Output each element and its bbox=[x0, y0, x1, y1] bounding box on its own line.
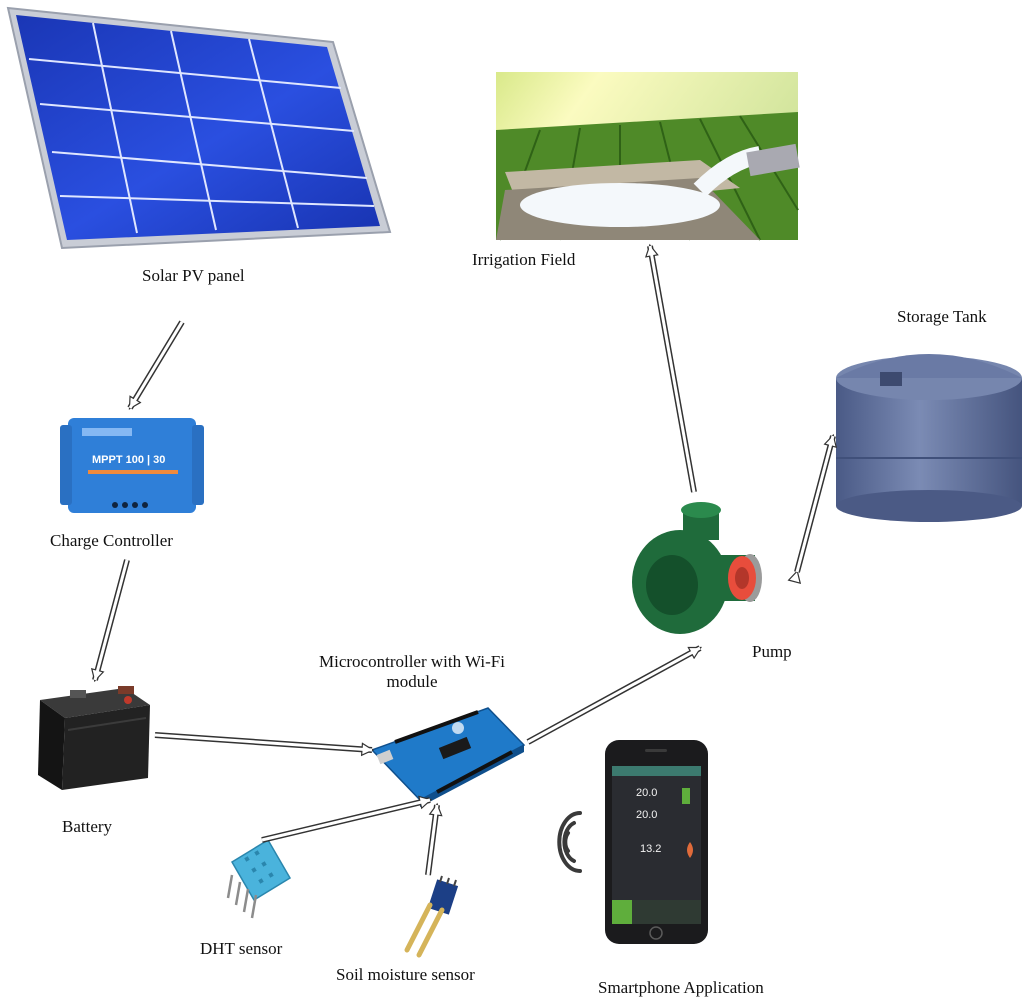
storage-tank-label: Storage Tank bbox=[897, 307, 987, 326]
connectors bbox=[95, 246, 833, 876]
battery-label: Battery bbox=[62, 817, 113, 836]
arrow-solar-to-controller bbox=[127, 320, 185, 408]
arrow-soil-to-microcontroller bbox=[425, 805, 437, 876]
field-photo-icon bbox=[496, 72, 800, 241]
water-pump-icon bbox=[632, 502, 762, 634]
soil-sensor-label: Soil moisture sensor bbox=[336, 965, 475, 984]
charge-controller-icon: MPPT 100 | 30 bbox=[60, 418, 204, 513]
pump-label: Pump bbox=[752, 642, 792, 661]
smartphone-label: Smartphone Application bbox=[598, 978, 764, 997]
wifi-signal-icon bbox=[557, 811, 582, 873]
smartphone-icon: 20.0 20.0 13.2 bbox=[605, 740, 708, 944]
phone-value-2: 20.0 bbox=[636, 809, 657, 821]
dht-sensor-icon bbox=[226, 838, 292, 919]
irrigation-field-label: Irrigation Field bbox=[472, 250, 576, 269]
car-battery-icon bbox=[38, 686, 150, 790]
arrow-controller-to-battery bbox=[95, 559, 130, 680]
controller-model-text: MPPT 100 | 30 bbox=[92, 454, 165, 466]
dht-sensor-label: DHT sensor bbox=[200, 939, 283, 958]
solar-panel-label: Solar PV panel bbox=[142, 266, 245, 285]
phone-value-3: 13.2 bbox=[640, 843, 661, 855]
arrow-microcontroller-to-pump bbox=[526, 645, 700, 745]
microcontroller-label-line2: module bbox=[386, 672, 438, 691]
arrow-pump-to-field bbox=[650, 246, 697, 493]
microcontroller-label-line1: Microcontroller with Wi-Fi bbox=[319, 652, 505, 671]
charge-controller-label: Charge Controller bbox=[50, 531, 173, 550]
arduino-board-icon bbox=[370, 707, 526, 807]
microcontroller-label: Microcontroller with Wi-Fi module bbox=[282, 652, 542, 692]
phone-value-1: 20.0 bbox=[636, 787, 657, 799]
soil-moisture-probe-icon bbox=[404, 875, 459, 958]
solar-panel-icon bbox=[6, 6, 392, 250]
arrow-pump-tank bbox=[797, 436, 833, 572]
arrow-battery-to-microcontroller bbox=[154, 732, 372, 750]
arrow-dht-to-microcontroller bbox=[261, 800, 430, 843]
water-tank-icon bbox=[836, 354, 1022, 522]
